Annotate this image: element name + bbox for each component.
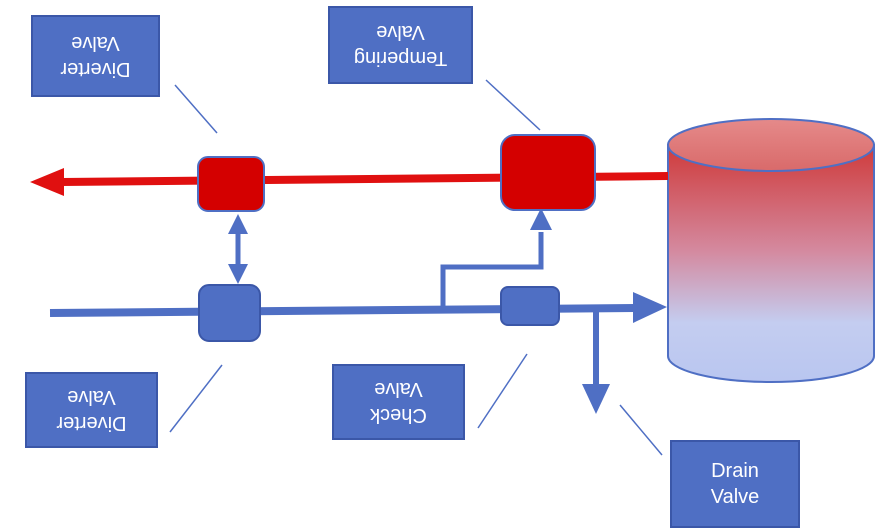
- diverter-valve-bottom-label: Diverter Valve: [25, 372, 158, 448]
- tempering-line1: Tempering: [353, 47, 448, 69]
- check-valve: [500, 286, 560, 326]
- diverter-valve-top-label: Diverter Valve: [31, 15, 160, 97]
- diverter-bottom-line2: Valve: [67, 386, 116, 408]
- diverter-valve-cold: [198, 284, 261, 342]
- diverter-top-line1: Diverter: [60, 58, 131, 80]
- drain-valve-label: Drain Valve: [670, 440, 800, 528]
- check-valve-label: Check Valve: [332, 364, 465, 440]
- leader-lines: [169, 79, 663, 456]
- diverter-bottom-line1: Diverter: [56, 412, 127, 434]
- diverter-top-line2: Valve: [71, 32, 120, 54]
- water-heater-tank: [667, 118, 875, 383]
- check-line2: Valve: [374, 378, 423, 400]
- tempering-line2: Valve: [376, 21, 425, 43]
- drain-line1: Drain: [711, 460, 759, 482]
- tempering-valve: [500, 134, 596, 211]
- check-line1: Check: [370, 404, 427, 426]
- tempering-valve-label: Tempering Valve: [328, 6, 473, 84]
- diverter-valve-hot: [197, 156, 265, 212]
- drain-line2: Valve: [710, 486, 760, 508]
